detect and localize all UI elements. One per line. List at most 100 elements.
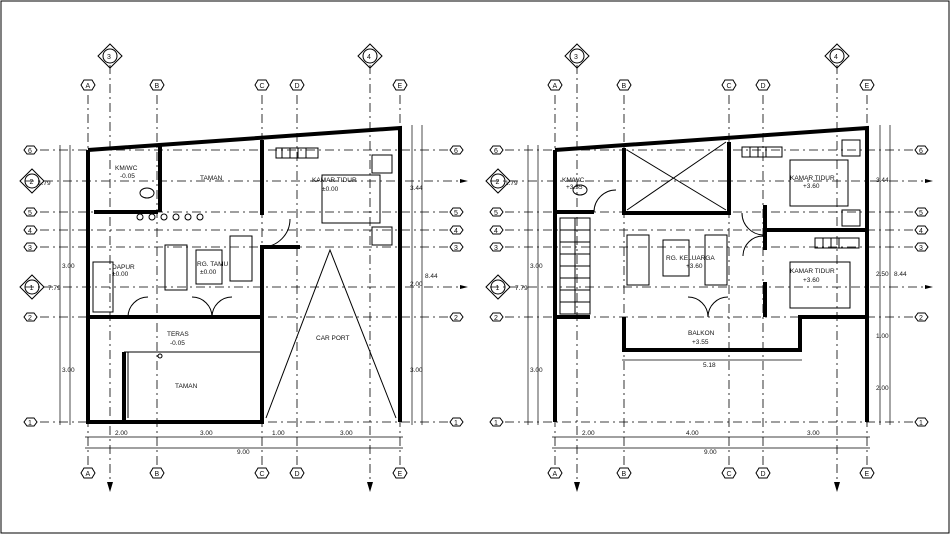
svg-text:2: 2: [919, 315, 923, 322]
svg-text:1: 1: [28, 420, 32, 427]
section-arrow: [925, 179, 933, 183]
section-arrow: [367, 482, 373, 492]
axis-marker-1: 1: [485, 274, 511, 300]
bed: [789, 261, 851, 309]
grid-bubble-c: C: [254, 79, 270, 91]
ground-column-bubbles-bottom: A B C D E: [80, 467, 408, 479]
grid-bubble-a: A: [547, 467, 563, 479]
svg-text:5: 5: [28, 210, 32, 217]
svg-text:5: 5: [919, 210, 923, 217]
void-cross: [626, 149, 727, 211]
grid-bubble-e: E: [859, 79, 875, 91]
grid-bubble-d: D: [755, 79, 771, 91]
dim-label: 2.00: [876, 385, 889, 392]
room-label: TERAS: [167, 331, 189, 338]
svg-text:E: E: [398, 471, 403, 478]
grid-bubble-e: E: [392, 79, 408, 91]
nightstand: [371, 226, 393, 246]
grid-bubble-d: D: [289, 79, 305, 91]
upper-dimensions: 1.79 3.00 7.79 3.00 3.44 2.50 8.44 1.00 …: [505, 125, 907, 456]
dim-label: 2.00: [582, 430, 595, 437]
svg-text:3: 3: [574, 54, 578, 61]
svg-text:D: D: [295, 83, 300, 90]
dim-label: 8.44: [425, 273, 438, 280]
dim-label: 3.00: [530, 367, 543, 374]
nightstand: [841, 209, 861, 227]
bed: [321, 174, 381, 224]
upper-floor-plan: KM/WC +3.55 KAMAR TIDUR +3.60 RG. KELUAR…: [485, 43, 933, 492]
row-bubble-1: 1: [449, 417, 464, 427]
row-bubble-1: 1: [23, 417, 38, 427]
room-label: DAPUR: [112, 264, 135, 271]
svg-text:A: A: [86, 83, 91, 90]
dim-label: 5.18: [703, 362, 716, 369]
svg-text:1: 1: [496, 285, 500, 292]
room-level: ±0.00: [112, 271, 129, 278]
svg-text:1: 1: [454, 420, 458, 427]
room-level: +3.55: [692, 339, 709, 346]
room-label: CAR PORT: [316, 335, 349, 342]
grid-bubble-c: C: [721, 79, 737, 91]
svg-text:2: 2: [496, 179, 500, 186]
door-swing: [127, 296, 149, 318]
svg-text:B: B: [155, 83, 160, 90]
ground-dimensions: 1.79 3.00 7.79 3.00 3.44 2.00 3.00 8.44 …: [38, 125, 438, 456]
section-arrow: [574, 482, 580, 492]
row-bubble-1: 1: [914, 417, 929, 427]
room-level: ±0.00: [322, 186, 339, 193]
sofa: [704, 234, 728, 286]
door-swing: [191, 296, 213, 318]
dim-label: 9.00: [237, 449, 250, 456]
svg-text:D: D: [761, 471, 766, 478]
room-label: RG. KELUARGA: [666, 255, 715, 262]
grid-bubble-a: A: [80, 79, 96, 91]
room-label: BALKON: [688, 330, 715, 337]
svg-text:C: C: [260, 471, 265, 478]
void-wall: [622, 142, 731, 215]
dim-label: 2.50: [876, 271, 889, 278]
ground-floor-plan: KM/WC -0.05 TAMAN KAMAR TIDUR ±0.00 DAPU…: [19, 43, 468, 492]
room-level: ±0.00: [200, 269, 217, 276]
row-bubble-2: 2: [489, 312, 504, 322]
dim-label: 2.00: [115, 430, 128, 437]
bed: [789, 159, 849, 207]
ground-garden-wall: [122, 245, 300, 424]
axis-marker-3: 3: [97, 43, 123, 69]
svg-text:6: 6: [28, 148, 32, 155]
coffee-table: [662, 239, 690, 277]
dim-label: 3.00: [530, 263, 543, 270]
svg-text:6: 6: [919, 148, 923, 155]
door-swing: [707, 296, 729, 318]
door-swing: [742, 235, 764, 257]
ground-row-bubbles: 6 5 4 3 2 1 6 5 4 3 2 1: [23, 145, 464, 427]
sofa: [164, 244, 188, 291]
dim-label: 9.00: [704, 449, 717, 456]
svg-text:3: 3: [454, 245, 458, 252]
svg-text:2: 2: [454, 315, 458, 322]
kitchen-counter: [92, 261, 114, 313]
room-level: -0.05: [120, 173, 135, 180]
row-bubble-4: 4: [489, 225, 504, 235]
row-bubble-5: 5: [914, 207, 929, 217]
room-label: KAMAR TIDUR: [790, 175, 835, 182]
svg-text:1: 1: [30, 285, 34, 292]
axis-marker-2: 2: [19, 168, 45, 194]
row-bubble-3: 3: [914, 242, 929, 252]
room-label: RG. TAMU: [197, 261, 228, 268]
svg-text:6: 6: [454, 148, 458, 155]
row-bubble-6: 6: [449, 145, 464, 155]
dim-label: 1.79: [505, 180, 518, 187]
svg-text:3: 3: [919, 245, 923, 252]
balcony-wall: [622, 315, 867, 352]
svg-text:3: 3: [107, 54, 111, 61]
room-label: KM/WC: [115, 165, 138, 172]
row-bubble-4: 4: [23, 225, 38, 235]
svg-text:4: 4: [919, 228, 923, 235]
svg-text:2: 2: [28, 315, 32, 322]
stools: [136, 213, 204, 221]
grid-bubble-e: E: [859, 467, 875, 479]
ground-grid-columns: [87, 65, 401, 480]
svg-text:A: A: [553, 83, 558, 90]
axis-marker-4: 4: [824, 43, 850, 69]
axis-marker-4: 4: [357, 43, 383, 69]
